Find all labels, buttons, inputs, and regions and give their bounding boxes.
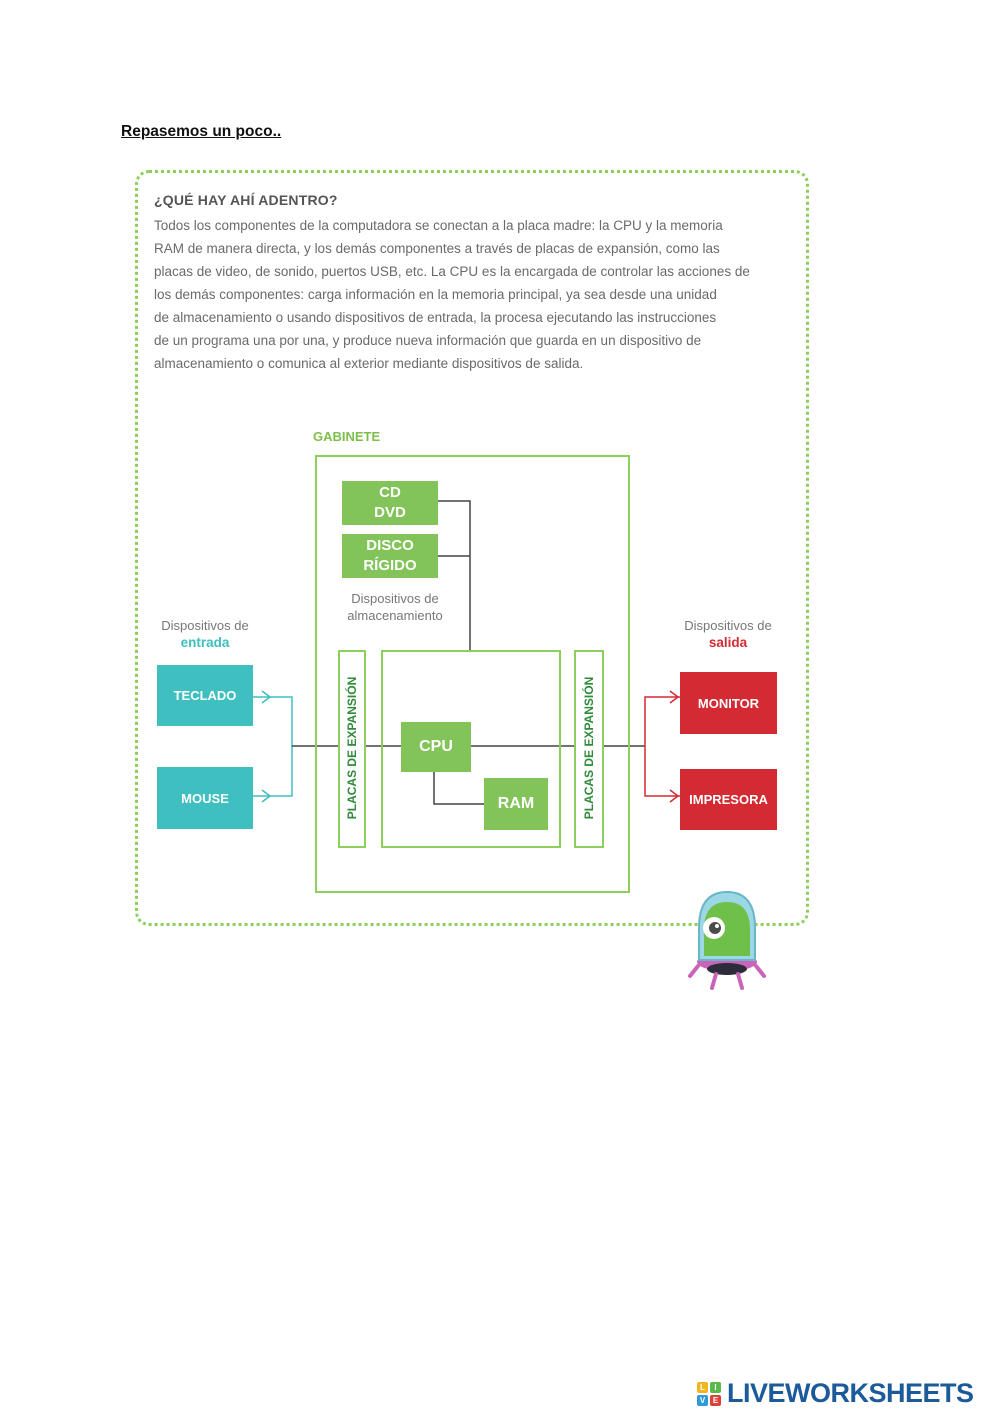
storage-label: Dispositivos de almacenamiento [330,590,460,624]
monitor-box: MONITOR [680,672,777,734]
input-label: Dispositivos de entrada [145,617,265,651]
paragraph-line: los demás componentes: carga información… [154,287,717,302]
page-heading: Repasemos un poco.. [121,123,282,140]
rigido-label: RÍGIDO [363,557,417,574]
storage-label-line: almacenamiento [347,608,443,623]
arrow-icon [669,789,680,803]
placas-left-label: PLACAS DE EXPANSIÓN [345,676,359,820]
gabinete-label: GABINETE [313,429,381,444]
input-label-line: Dispositivos de [161,618,249,633]
mouse-box: MOUSE [157,767,253,829]
paragraph-line: almacenamiento o comunica al exterior me… [154,356,584,371]
placas-right-box [574,650,604,848]
info-panel [135,170,809,926]
motherboard-box [381,650,561,848]
ram-box: RAM [484,778,548,830]
paragraph-line: de un programa una por una, y produce nu… [154,333,702,348]
impresora-box: IMPRESORA [680,769,777,830]
logo-text: LIVEWORKSHEETS [727,1378,974,1408]
logo-icon-letter: V [697,1394,708,1406]
logo-icon-letter: L [697,1381,708,1393]
liveworksheets-logo: L I V E LIVEWORKSHEETS [697,1378,974,1409]
panel-paragraph: Todos los componentes de la computadora … [154,214,784,375]
paragraph-line: RAM de manera directa, y los demás compo… [154,241,720,256]
teclado-box: TECLADO [157,665,253,726]
logo-icon-letter: E [710,1394,721,1406]
output-label-line: Dispositivos de [684,618,772,633]
gabinete-box [315,455,630,893]
cpu-ram-connector [433,772,484,805]
cd-dvd-box: CD DVD [342,481,438,525]
arrow-icon [261,690,272,704]
paragraph-line: placas de video, de sonido, puertos USB,… [154,264,750,279]
placas-right-label: PLACAS DE EXPANSIÓN [582,676,596,820]
dvd-label: DVD [374,504,406,521]
cpu-box: CPU [401,722,471,772]
output-connector [644,696,680,797]
paragraph-line: de almacenamiento o usando dispositivos … [154,310,717,325]
cd-label: CD [379,484,401,501]
input-label-accent: entrada [180,635,230,650]
disco-label: DISCO [366,537,414,554]
output-label: Dispositivos de salida [668,617,788,651]
arrow-icon [669,690,680,704]
arrow-icon [261,789,272,803]
storage-label-line: Dispositivos de [351,591,439,606]
input-connector [253,696,293,797]
placas-left-box [338,650,366,848]
logo-icon: L I V E [697,1381,721,1406]
panel-title: ¿QUÉ HAY AHÍ ADENTRO? [154,192,338,208]
logo-icon-letter: I [710,1381,721,1393]
disco-rigido-box: DISCO RÍGIDO [342,534,438,578]
storage-connector [438,500,471,650]
paragraph-line: Todos los componentes de la computadora … [154,218,723,233]
alien-mascot-icon [688,890,766,990]
output-label-accent: salida [708,635,748,650]
